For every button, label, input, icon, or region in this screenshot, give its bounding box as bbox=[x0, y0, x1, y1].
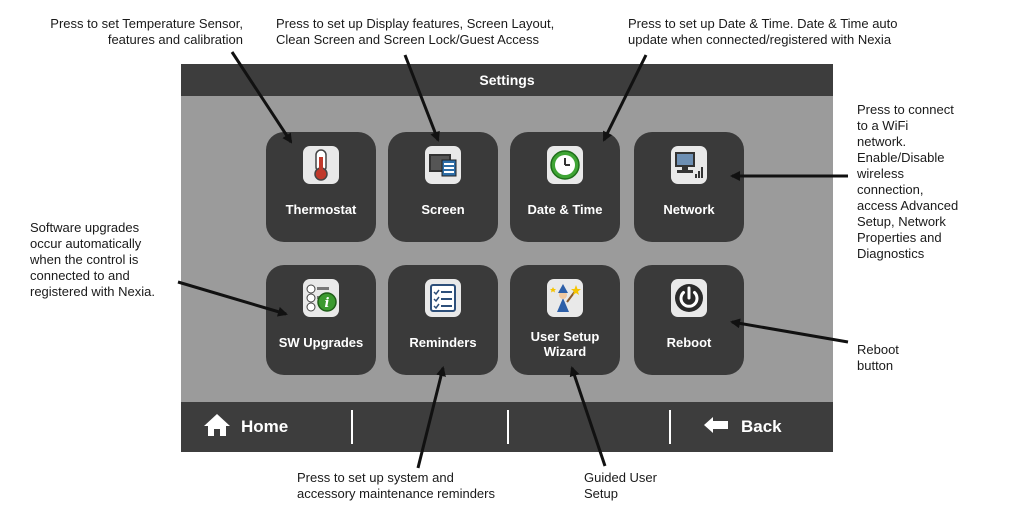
divider bbox=[507, 410, 509, 444]
date-time-button[interactable]: Date & Time bbox=[510, 132, 620, 242]
svg-text:i: i bbox=[325, 296, 330, 311]
power-icon bbox=[671, 279, 707, 317]
info-list-icon: i bbox=[303, 279, 339, 317]
callout-reboot: Reboot button bbox=[857, 342, 899, 373]
tile-label: Screen bbox=[421, 202, 465, 217]
clock-icon bbox=[547, 146, 583, 184]
reminders-button[interactable]: Reminders bbox=[388, 265, 498, 375]
wizard-icon bbox=[547, 279, 583, 317]
thermometer-icon bbox=[303, 146, 339, 184]
back-button[interactable]: Back bbox=[703, 402, 782, 452]
tile-label: Network bbox=[663, 202, 715, 217]
callout-screen: Press to set up Display features, Screen… bbox=[276, 16, 555, 47]
screen-layout-icon bbox=[425, 146, 461, 184]
divider bbox=[351, 410, 353, 444]
home-label: Home bbox=[241, 417, 289, 436]
callout-network: Press to connect to a WiFi network. Enab… bbox=[857, 102, 959, 261]
home-icon bbox=[203, 413, 231, 442]
back-arrow-icon bbox=[703, 416, 729, 439]
callout-sw-upgrades: Software upgrades occur automatically wh… bbox=[30, 220, 155, 299]
callout-datetime: Press to set up Date & Time. Date & Time… bbox=[628, 16, 898, 47]
tile-label: Thermostat bbox=[285, 202, 357, 217]
tile-label: Reminders bbox=[409, 335, 477, 350]
sw-upgrades-button[interactable]: i SW Upgrades bbox=[266, 265, 376, 375]
callout-reminders: Press to set up system and accessory mai… bbox=[297, 470, 495, 501]
thermostat-button[interactable]: Thermostat bbox=[266, 132, 376, 242]
screen-button[interactable]: Screen bbox=[388, 132, 498, 242]
tile-label: User Setup Wizard bbox=[530, 329, 600, 359]
network-button[interactable]: Network bbox=[634, 132, 744, 242]
settings-screen: Settings Thermostat Screen bbox=[181, 64, 833, 452]
tile-label: SW Upgrades bbox=[278, 335, 364, 350]
home-button[interactable]: Home bbox=[203, 402, 288, 452]
callout-wizard: Guided User Setup bbox=[584, 470, 657, 501]
reboot-button[interactable]: Reboot bbox=[634, 265, 744, 375]
checklist-icon bbox=[425, 279, 461, 317]
back-label: Back bbox=[741, 417, 782, 436]
divider bbox=[669, 410, 671, 444]
screen-title: Settings bbox=[181, 64, 833, 96]
tile-label: Date & Time bbox=[527, 202, 603, 217]
user-setup-wizard-button[interactable]: User Setup Wizard bbox=[510, 265, 620, 375]
network-computer-icon bbox=[671, 146, 707, 184]
bottom-bar: Home Back bbox=[181, 402, 833, 452]
tile-label: Reboot bbox=[666, 335, 712, 350]
callout-thermostat: Press to set Temperature Sensor, feature… bbox=[50, 16, 243, 47]
